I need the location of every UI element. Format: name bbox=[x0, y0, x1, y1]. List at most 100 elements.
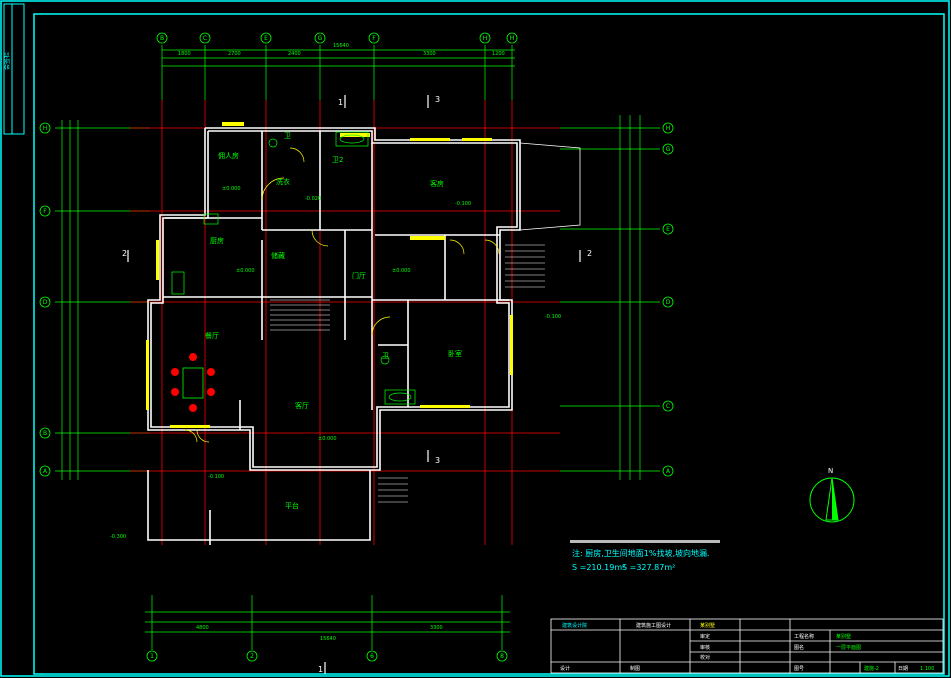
title-label-name: 图名 bbox=[794, 644, 804, 651]
carport-roof bbox=[519, 142, 581, 231]
elevation-marks: ±0.000 ±0.000 ±0.000 ±0.000 -0.100 -0.10… bbox=[110, 186, 561, 540]
binding-strip bbox=[3, 3, 25, 135]
axis-left-1: H bbox=[43, 125, 48, 132]
elev-servant: ±0.000 bbox=[222, 186, 241, 192]
role-1: 审定 bbox=[700, 633, 710, 640]
elev-living: ±0.000 bbox=[318, 436, 337, 442]
title-label-date: 日期 bbox=[898, 666, 908, 672]
axis-top-2: C bbox=[203, 35, 207, 42]
top-dim-1: 1800 bbox=[178, 51, 191, 57]
role-2: 审核 bbox=[700, 644, 710, 651]
right-axis-bubbles bbox=[662, 122, 674, 477]
title-design-unit: 建筑施工图设计 bbox=[636, 622, 671, 629]
axis-bottom-1: 1 bbox=[150, 653, 154, 660]
section-marks: 1 3 2 2 3 1 bbox=[122, 95, 592, 674]
title-project: 某别墅 bbox=[836, 633, 851, 640]
axis-top-7: H bbox=[510, 35, 515, 42]
top-dimensions bbox=[161, 45, 515, 100]
bottom-axis-labels: 1 2 6 8 bbox=[150, 653, 504, 660]
title-block bbox=[550, 618, 944, 674]
inner-frame bbox=[33, 13, 945, 675]
axis-top-3: E bbox=[264, 35, 268, 42]
left-axis-bubbles bbox=[39, 122, 51, 477]
axis-top-4: G bbox=[318, 35, 323, 42]
room-bath3: 卫 bbox=[382, 352, 389, 360]
section-3-bottom: 3 bbox=[435, 456, 440, 465]
right-axis-labels: H G E D C A bbox=[666, 125, 671, 475]
section-1-bottom: 1 bbox=[318, 665, 323, 674]
axis-left-5: A bbox=[43, 468, 48, 475]
bottom-dim-2: 3300 bbox=[430, 625, 443, 631]
axis-right-3: E bbox=[666, 226, 670, 233]
room-servant: 佣人房 bbox=[218, 151, 239, 160]
elev-side: -0.100 bbox=[545, 314, 561, 320]
room-storage: 储藏 bbox=[271, 251, 285, 260]
section-1-top: 1 bbox=[338, 98, 343, 107]
room-laundry: 洗衣 bbox=[276, 177, 290, 186]
bottom-dim-1: 4800 bbox=[196, 625, 209, 631]
section-2-right: 2 bbox=[587, 249, 592, 258]
axis-bottom-4: 8 bbox=[500, 653, 504, 660]
axis-right-6: A bbox=[666, 468, 671, 475]
top-axis-labels: B C E G F H H bbox=[160, 35, 514, 42]
elev-hall: ±0.000 bbox=[392, 268, 411, 274]
top-dim-3: 2400 bbox=[288, 51, 301, 57]
stairs-main bbox=[270, 299, 330, 331]
top-dim-5: 1200 bbox=[492, 51, 505, 57]
note-area2: S =327.87m² bbox=[622, 563, 675, 572]
title-drawing-no: 建施-2 bbox=[864, 665, 879, 672]
room-living: 客厅 bbox=[295, 401, 309, 410]
bottom-total-dim: 15640 bbox=[320, 636, 336, 642]
axis-left-3: D bbox=[43, 299, 48, 306]
windows bbox=[146, 122, 513, 428]
axis-right-1: H bbox=[666, 125, 671, 132]
title-block-text: 建筑设计院 建筑施工图设计 某别墅 工程名称 某别墅 图名 一层平面图 图号 建… bbox=[560, 622, 934, 672]
right-dimensions bbox=[560, 115, 660, 480]
axis-top-6: H bbox=[483, 35, 488, 42]
room-study: 客房 bbox=[430, 179, 444, 188]
elev-wet: -0.020 bbox=[305, 196, 321, 202]
note-line1: 注: 厨房,卫生间地面1%找坡,坡向地漏. bbox=[572, 548, 710, 558]
role-5: 制图 bbox=[630, 665, 640, 672]
top-total-dim: 15640 bbox=[333, 43, 349, 49]
dining-table bbox=[171, 353, 215, 412]
room-terrace: 平台 bbox=[285, 501, 299, 510]
compass-label: N bbox=[828, 467, 833, 475]
room-bedroom: 卧室 bbox=[448, 349, 462, 358]
title-label-project: 工程名称 bbox=[794, 633, 814, 640]
axis-bottom-2: 2 bbox=[250, 653, 254, 660]
bottom-dim-text: 15640 4800 3300 bbox=[196, 625, 443, 642]
title-label-no: 图号 bbox=[794, 666, 804, 672]
bath-fixtures bbox=[171, 131, 416, 405]
door-swings bbox=[184, 147, 500, 443]
side-label: 会签栏 bbox=[3, 52, 11, 70]
top-dim-2: 2700 bbox=[228, 51, 241, 57]
role-3: 校对 bbox=[700, 654, 710, 661]
room-labels: 佣人房 卫 卫2 洗衣 客房 厨房 储藏 门厅 餐厅 客厅 卧室 卫 平台 bbox=[205, 132, 462, 510]
elev-terrace: -0.100 bbox=[208, 474, 224, 480]
title-company: 建筑设计院 bbox=[562, 622, 587, 629]
room-kitchen: 厨房 bbox=[210, 236, 224, 245]
note-block: 注: 厨房,卫生间地面1%找坡,坡向地漏. S =210.19m² S =327… bbox=[572, 548, 710, 572]
note-area1: S =210.19m² bbox=[572, 563, 625, 572]
left-dimensions bbox=[55, 120, 150, 480]
axis-right-5: C bbox=[666, 403, 670, 410]
axis-right-2: G bbox=[666, 146, 671, 153]
axis-bottom-3: 6 bbox=[370, 653, 374, 660]
room-bath2: 卫2 bbox=[332, 156, 343, 164]
elev-study: -0.100 bbox=[455, 201, 471, 207]
title-project-heading: 某别墅 bbox=[700, 622, 715, 629]
section-cut-lines bbox=[127, 95, 581, 674]
bottom-axis-bubbles bbox=[146, 650, 508, 662]
top-axis-bubbles bbox=[156, 32, 518, 44]
title-drawing-name: 一层平面图 bbox=[836, 645, 861, 651]
note-underline bbox=[570, 540, 720, 543]
axis-right-4: D bbox=[666, 299, 671, 306]
axis-left-4: B bbox=[43, 430, 47, 437]
axis-top-5: F bbox=[372, 35, 376, 42]
bottom-dimensions bbox=[145, 595, 510, 650]
section-3-top: 3 bbox=[435, 95, 440, 104]
elev-exterior: -0.300 bbox=[110, 534, 126, 540]
elev-kitchen: ±0.000 bbox=[236, 268, 255, 274]
